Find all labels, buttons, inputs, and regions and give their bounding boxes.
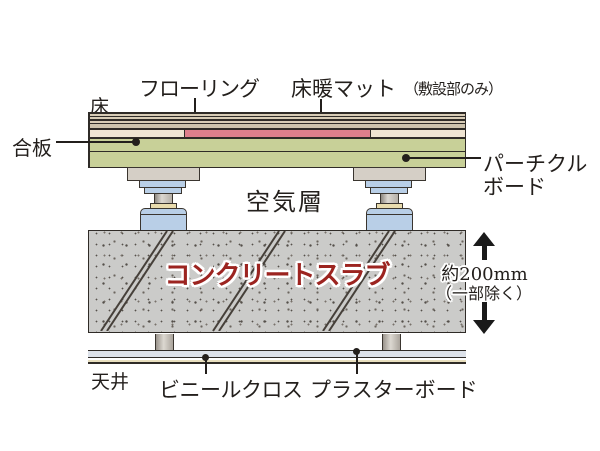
ceiling-board-top-line <box>88 350 466 352</box>
flooring-strip-1 <box>89 113 465 116</box>
floor-heating-mat-area <box>184 129 371 137</box>
label-floor-heating-mat: 床暖マット <box>291 77 396 101</box>
slab-thickness-text: 約200mm <box>441 264 528 285</box>
vinyl-cloth-leader-dot <box>202 354 209 361</box>
ceiling-board <box>88 350 466 364</box>
flooring-strip-3 <box>89 120 465 123</box>
vinyl-cloth-leader-line <box>204 358 207 374</box>
dimension-arrow-down-icon <box>473 320 495 334</box>
flooring-strip-2 <box>89 117 465 119</box>
support-base-line <box>366 213 413 215</box>
slab-thickness-note: （一部除く） <box>435 284 532 303</box>
support-cap <box>353 167 426 181</box>
ceiling-board-mid-line <box>88 356 466 358</box>
support-cap <box>127 167 200 181</box>
mat-layer <box>89 129 465 137</box>
flooring-base-strip <box>89 124 465 128</box>
label-ceiling: 天井 <box>91 371 130 393</box>
support-rubber-base <box>140 207 187 231</box>
label-flooring: フローリング <box>139 77 260 101</box>
particle-board-leader-line <box>407 157 481 160</box>
label-floor-heating-mat-note: （敷設部のみ） <box>404 80 503 98</box>
support-rubber-base <box>366 207 413 231</box>
label-plywood: 合板 <box>12 136 52 160</box>
slab-hatch-lines <box>100 231 396 331</box>
flooring-leader-line <box>194 98 197 120</box>
support-leg-left <box>127 167 201 231</box>
label-vinyl-cloth: ビニールクロス <box>159 378 303 402</box>
plywood-leader-line <box>56 141 136 144</box>
support-leg-right <box>353 167 427 231</box>
dimension-arrow-up-icon <box>473 232 495 246</box>
label-particle-board-line2: ボード <box>483 175 546 199</box>
particle-board-leader-dot <box>402 154 410 162</box>
plasterboard-layer <box>88 351 466 357</box>
plywood-leader-dot <box>132 138 140 146</box>
label-particle-board-line1: パーチクル <box>483 152 588 176</box>
dimension-stem-top <box>481 245 487 260</box>
slab-title: コンクリートスラブ <box>164 261 390 291</box>
ceiling-hanger-right <box>382 334 401 351</box>
label-plaster-board: プラスターボード <box>310 378 478 402</box>
dimension-stem-bottom <box>481 302 487 321</box>
ceiling-board-bottom-line <box>88 362 466 364</box>
label-air-layer: 空気層 <box>246 188 324 216</box>
plywood-layer <box>89 138 465 151</box>
plaster-board-leader-dot <box>353 348 360 355</box>
support-base-line <box>140 213 187 215</box>
plaster-board-leader-line <box>355 352 358 374</box>
floor-assembly <box>88 112 466 168</box>
concrete-slab: コンクリートスラブ <box>88 230 466 333</box>
ceiling-board-white-layer <box>88 357 466 361</box>
ceiling-hanger-left <box>155 334 174 351</box>
vinyl-cloth-layer <box>88 360 466 363</box>
particle-board-layer <box>89 152 465 167</box>
